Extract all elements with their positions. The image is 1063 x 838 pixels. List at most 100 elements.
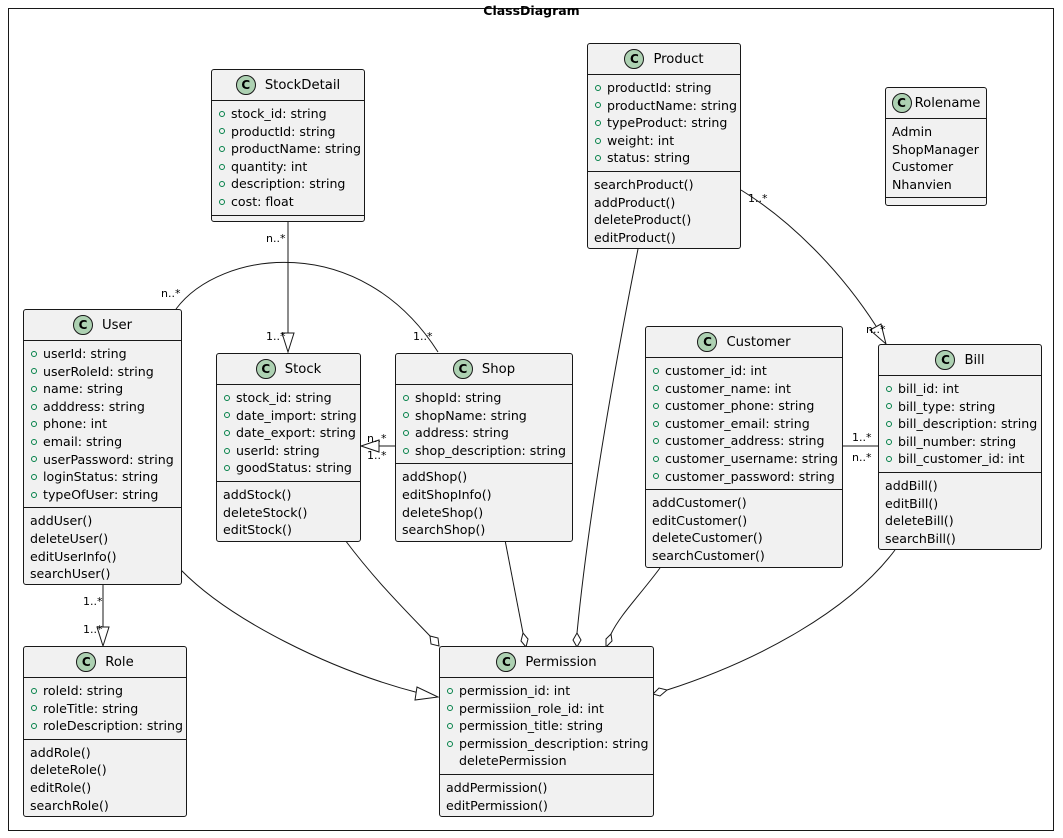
attribute: weight: int [607,132,675,148]
class-name: Role [105,654,134,670]
attribute: bill_id: int [898,381,959,396]
attribute: shopId: string [415,390,502,405]
method: editRole() [30,779,92,795]
multiplicity-label: 1..* [413,330,433,343]
attribute: typeOfUser: string [43,486,159,502]
edge-bill-permission [666,549,896,691]
public-field-icon [31,687,37,694]
attribute: shopName: string [415,407,527,423]
attribute: productId: string [231,123,336,139]
attribute: cost: float [231,193,294,209]
method: searchShop() [402,522,486,538]
public-field-icon [219,110,225,117]
edge-product-bill [740,189,877,327]
method: searchProduct() [594,176,694,192]
class-name: Rolename [914,95,981,111]
multiplicity-label: n..* [367,432,387,445]
public-field-icon [31,473,37,480]
public-field-icon [595,137,601,144]
method: editPermission() [446,797,548,813]
method: deleteProduct() [594,212,692,228]
public-field-icon [31,350,37,357]
method: addPermission() [446,779,548,795]
edge-user-permission [180,569,420,694]
attribute: stock_id: string [231,106,327,121]
public-field-icon [224,394,230,401]
diamond-bill-permission [652,687,669,697]
method: editShopInfo() [402,486,492,502]
attribute: userRoleId: string [43,363,154,379]
multiplicity-label: n..* [852,451,872,464]
method: searchRole() [30,797,109,813]
methods-section [886,198,986,204]
class-badge-icon: C [235,75,256,95]
class-badge-icon: C [891,93,912,113]
class-badge-icon: C [496,652,517,672]
attribute: productName: string [231,141,361,157]
methods-section: addShop() editShopInfo() deleteShop() se… [396,464,572,542]
class-badge-icon: C [76,652,97,672]
public-field-icon [595,155,601,162]
class-badge-icon: C [697,332,718,352]
public-field-icon [31,491,37,498]
attribute: customer_password: string [665,468,835,484]
method: deleteBill() [885,513,954,529]
attribute: date_import: string [236,407,357,423]
public-field-icon [653,473,659,480]
public-field-icon [653,385,659,392]
public-field-icon [31,456,37,463]
class-badge-icon: C [72,315,93,335]
diagram-title: ClassDiagram [483,3,580,18]
attribute: userPassword: string [43,451,174,467]
public-field-icon [219,181,225,188]
method: addUser() [30,513,93,529]
public-field-icon [224,447,230,454]
multiplicity-label: 1..* [748,192,768,205]
enum-value: Nhanvien [892,176,952,192]
public-field-icon [653,438,659,445]
attribute: roleId: string [43,683,123,698]
method: deleteShop() [402,504,484,520]
class-name: Bill [964,352,985,368]
edge-stock-permission [344,539,431,637]
method: searchCustomer() [652,547,765,563]
arrowhead-shop-stock [359,439,380,453]
class-role[interactable]: C Role roleId: string roleTitle: string r… [23,646,187,817]
enum-value: Customer [892,159,954,175]
class-badge-icon: C [255,359,276,379]
methods-section: searchProduct() addProduct() deleteProdu… [588,172,740,250]
public-field-icon [403,429,409,436]
attribute: customer_name: int [665,380,791,396]
public-field-icon [31,368,37,375]
attributes-section: roleId: string roleTitle: string roleDes… [24,678,186,740]
class-stockdetail[interactable]: C StockDetail stock_id: string productId:… [211,69,365,222]
multiplicity-label: n..* [266,232,286,245]
public-field-icon [219,128,225,135]
public-field-icon [224,465,230,472]
attribute: deletePermission [459,753,567,769]
method: editProduct() [594,229,676,245]
public-field-icon [219,163,225,170]
public-field-icon [653,455,659,462]
attribute: bill_type: string [898,398,996,414]
enum-value: ShopManager [892,141,979,157]
edge-customer-permission [610,567,661,635]
public-field-icon [403,447,409,454]
public-field-icon [31,403,37,410]
public-field-icon [31,438,37,445]
attribute: permission_title: string [459,718,604,734]
attribute: customer_email: string [665,415,810,431]
methods-section: addRole() deleteRole() editRole() search… [24,740,186,818]
class-badge-icon: C [624,49,645,69]
public-field-icon [886,420,892,427]
method: editBill() [885,495,939,511]
class-name: StockDetail [264,77,341,93]
